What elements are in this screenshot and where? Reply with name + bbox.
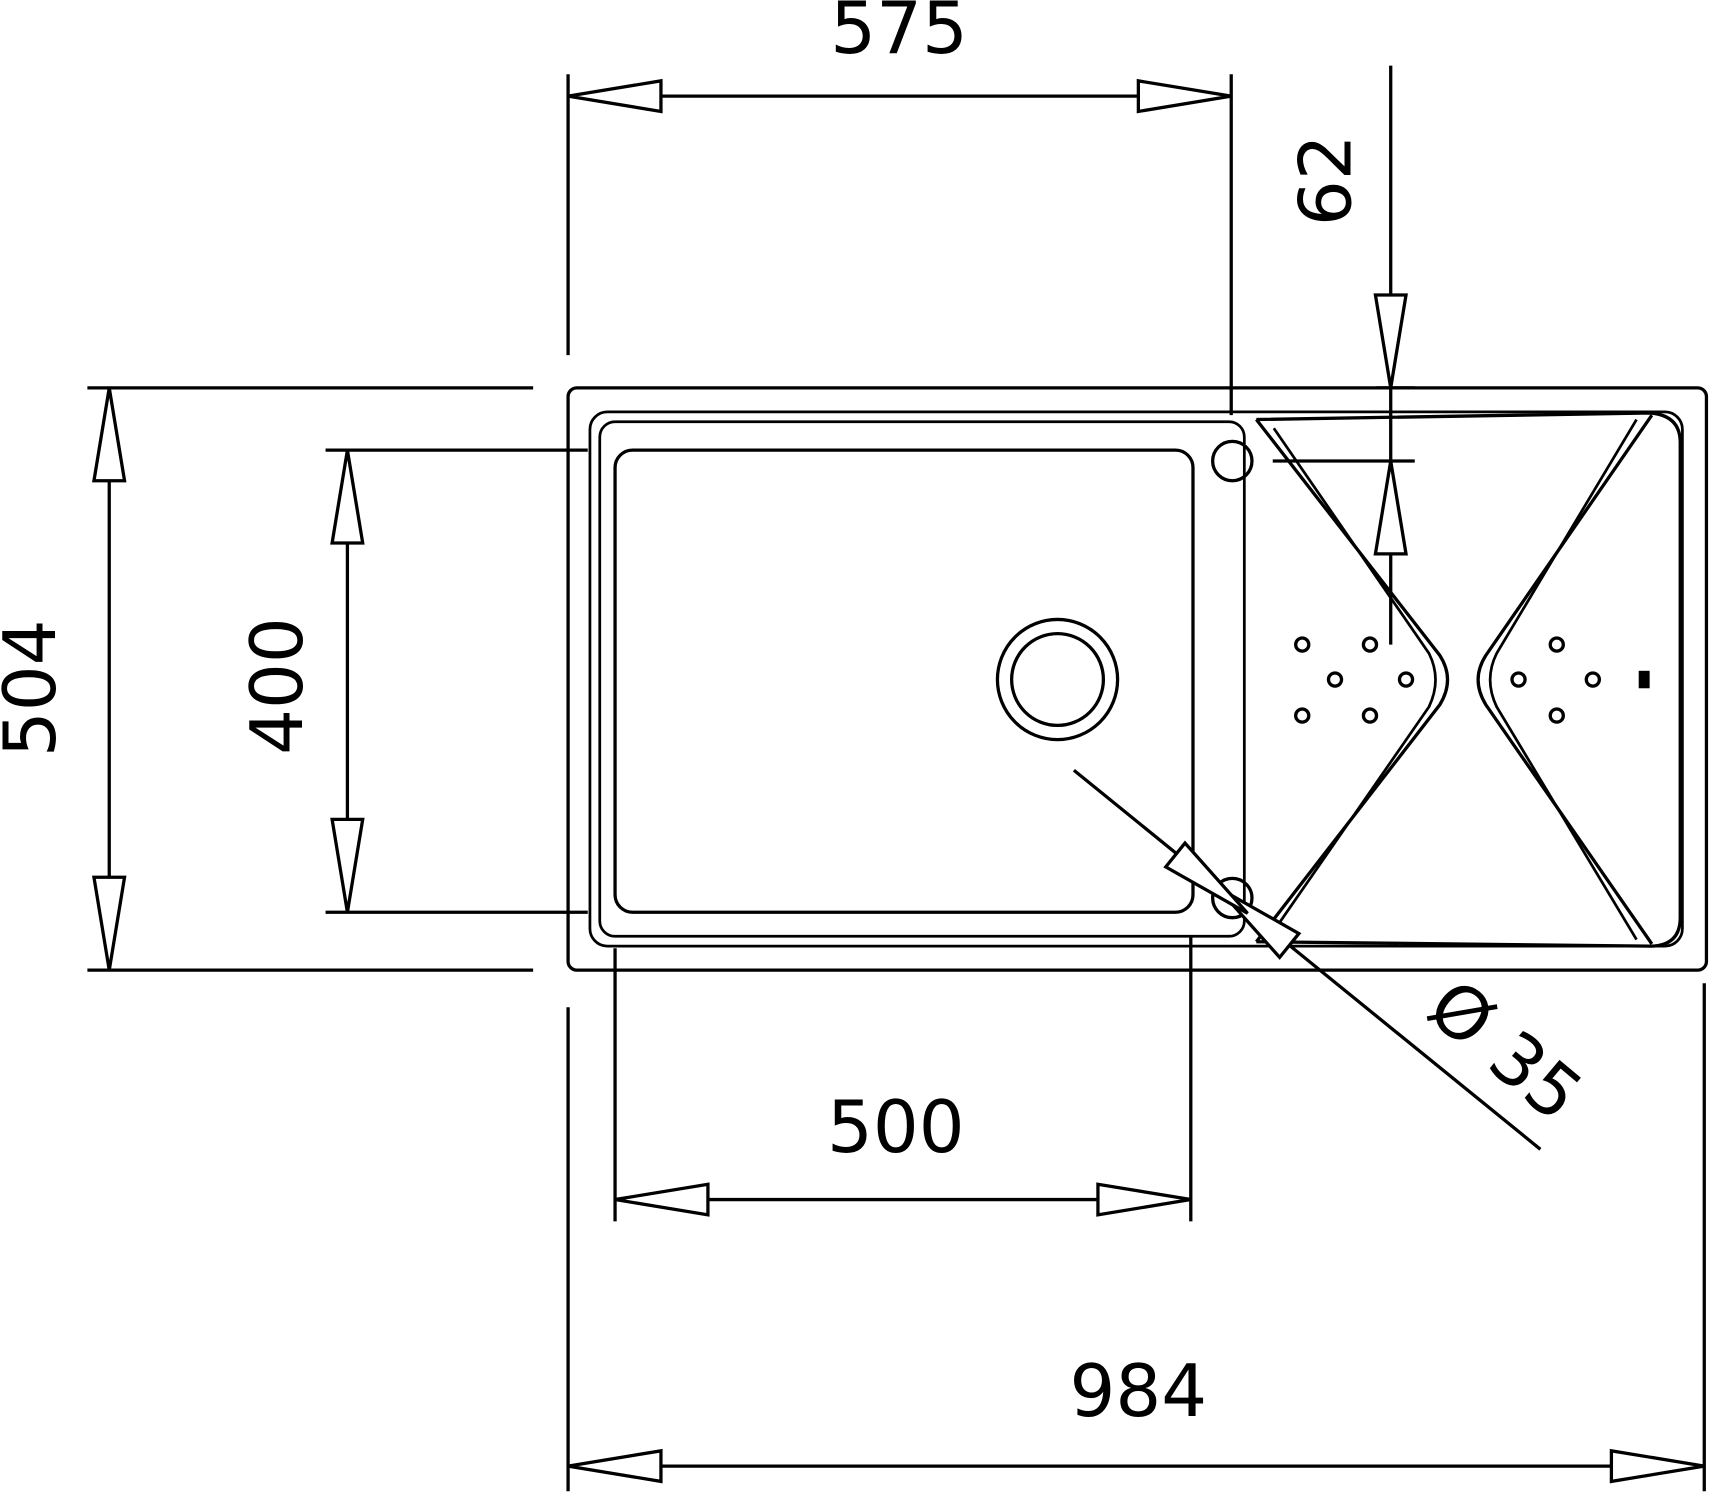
drainer-holes xyxy=(1294,636,1602,724)
dim-62-label: 62 xyxy=(1285,134,1369,226)
dim-400-arrow xyxy=(330,449,365,545)
drain-outer xyxy=(995,617,1120,742)
dim-504-arrow xyxy=(92,875,127,971)
sink-rim xyxy=(588,410,1684,948)
drainer-groove-right-inner xyxy=(1488,418,1638,941)
drainer-hole xyxy=(1548,707,1565,724)
drainer-outline xyxy=(1256,411,1682,948)
dim-575-arrow xyxy=(567,78,663,114)
drainer-hole xyxy=(1510,671,1527,688)
drainer-hole xyxy=(1361,707,1379,724)
dim-500-arrow xyxy=(1096,1182,1192,1217)
dim-35-line xyxy=(1072,768,1542,1151)
dim-35-arrow xyxy=(1163,840,1249,915)
brand-logo xyxy=(1638,670,1650,689)
dim-35-label: Ø 35 xyxy=(1412,964,1597,1139)
drainer-groove-left xyxy=(1255,418,1450,943)
drainer-hole xyxy=(1397,671,1415,688)
drainer-hole xyxy=(1326,671,1344,688)
dim-500-arrow xyxy=(614,1182,710,1217)
dim-504-label: 504 xyxy=(0,619,73,757)
drain-inner xyxy=(1009,632,1106,728)
dim-984-label: 984 xyxy=(1070,1350,1208,1434)
dim-62-arrow xyxy=(1373,293,1408,389)
dim-500-label: 500 xyxy=(827,1086,965,1170)
drainer-groove-left-inner xyxy=(1272,427,1437,932)
tap-hole-bottom xyxy=(1211,876,1254,920)
drainer-hole xyxy=(1294,636,1311,653)
sink-outer-edge xyxy=(566,386,1709,972)
sink-outline xyxy=(566,386,1709,972)
dim-575-arrow xyxy=(1136,78,1232,114)
drainer-hole xyxy=(1294,707,1311,724)
dim-504-arrow xyxy=(92,387,127,483)
dim-400-arrow xyxy=(330,817,365,913)
dimension-lines xyxy=(87,65,1706,1492)
bowl xyxy=(613,448,1195,914)
drainer-groove-right xyxy=(1476,414,1654,945)
bowl-rim xyxy=(598,420,1246,938)
dim-575-label: 575 xyxy=(830,0,968,71)
dim-400-label: 400 xyxy=(236,617,320,755)
dim-62-arrow xyxy=(1373,460,1408,556)
drainer-hole xyxy=(1584,671,1602,688)
dim-984-arrow xyxy=(1609,1448,1705,1484)
dim-984-arrow xyxy=(567,1448,663,1484)
drainer-hole xyxy=(1361,636,1379,653)
tap-hole-top xyxy=(1211,439,1254,483)
drainer-hole xyxy=(1548,636,1565,653)
